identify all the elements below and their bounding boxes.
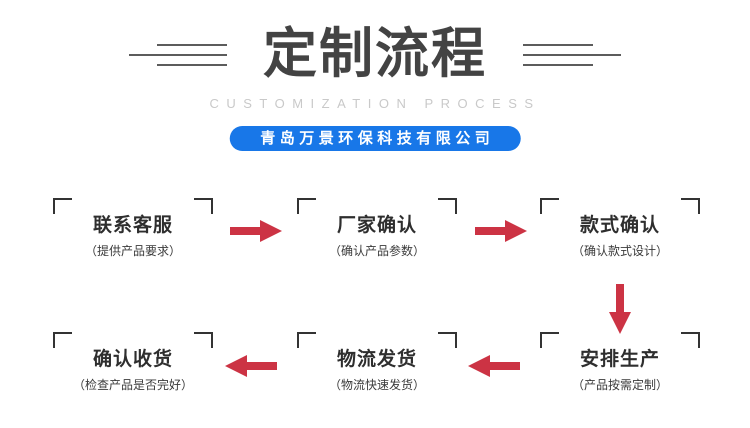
corner-bracket-icon — [297, 332, 316, 348]
arrow-head — [225, 355, 247, 377]
arrow-left-icon — [468, 355, 520, 377]
flow-step-title: 厂家确认 — [336, 215, 417, 236]
corner-bracket-icon — [540, 332, 559, 348]
flow-step-title: 物流发货 — [336, 349, 417, 370]
flow-step-5: 物流发货 （物流快速发货） — [292, 332, 462, 410]
flow-step-title: 确认收货 — [92, 349, 173, 370]
deco-line — [129, 54, 227, 56]
arrow-head — [505, 220, 527, 242]
corner-bracket-icon — [438, 332, 457, 348]
corner-bracket-icon — [438, 198, 457, 214]
flow-step-4: 安排生产 （产品按需定制） — [535, 332, 705, 410]
arrow-head — [468, 355, 490, 377]
flow-step-1: 联系客服 （提供产品要求） — [48, 198, 218, 276]
arrow-left-icon — [225, 355, 277, 377]
flow-step-title: 款式确认 — [579, 215, 660, 236]
deco-line — [523, 64, 593, 66]
deco-line — [523, 54, 621, 56]
arrow-shaft — [245, 362, 277, 370]
flow-step-subtitle: （产品按需定制） — [571, 378, 668, 392]
page-title: 定制流程 — [263, 24, 487, 84]
arrow-right-icon — [475, 220, 527, 242]
arrow-shaft — [488, 362, 520, 370]
deco-line — [157, 44, 227, 46]
banner-header: 定制流程 CUSTOMIZATION PROCESS 青岛万景环保科技有限公司 — [0, 0, 750, 165]
flow-step-subtitle: （检查产品是否完好） — [72, 378, 193, 392]
arrow-head — [260, 220, 282, 242]
flow-step-2: 厂家确认 （确认产品参数） — [292, 198, 462, 276]
corner-bracket-icon — [297, 198, 316, 214]
decorative-lines-right — [513, 34, 621, 74]
flow-step-title: 安排生产 — [579, 349, 660, 370]
arrow-shaft — [230, 227, 262, 235]
corner-bracket-icon — [194, 198, 213, 214]
corner-bracket-icon — [681, 332, 700, 348]
deco-line — [523, 44, 593, 46]
flow-step-6: 确认收货 （检查产品是否完好） — [48, 332, 218, 410]
title-row: 定制流程 — [0, 18, 750, 90]
arrow-shaft — [616, 284, 624, 314]
arrow-right-icon — [230, 220, 282, 242]
arrow-shaft — [475, 227, 507, 235]
flow-step-3: 款式确认 （确认款式设计） — [535, 198, 705, 276]
corner-bracket-icon — [53, 332, 72, 348]
flow-step-title: 联系客服 — [92, 215, 173, 236]
page-subtitle: CUSTOMIZATION PROCESS — [209, 96, 541, 111]
flow-step-subtitle: （提供产品要求） — [84, 244, 181, 258]
flow-step-subtitle: （确认款式设计） — [571, 244, 668, 258]
decorative-lines-left — [129, 34, 237, 74]
process-flow: 联系客服 （提供产品要求） 厂家确认 （确认产品参数） 款式确认 （确认款式设计… — [0, 180, 750, 428]
company-name-badge: 青岛万景环保科技有限公司 — [229, 126, 521, 151]
arrow-head — [609, 312, 631, 334]
deco-line — [157, 64, 227, 66]
corner-bracket-icon — [540, 198, 559, 214]
corner-bracket-icon — [53, 198, 72, 214]
corner-bracket-icon — [194, 332, 213, 348]
corner-bracket-icon — [681, 198, 700, 214]
flow-step-subtitle: （确认产品参数） — [328, 244, 425, 258]
flow-step-subtitle: （物流快速发货） — [328, 378, 425, 392]
arrow-down-icon — [609, 284, 631, 334]
